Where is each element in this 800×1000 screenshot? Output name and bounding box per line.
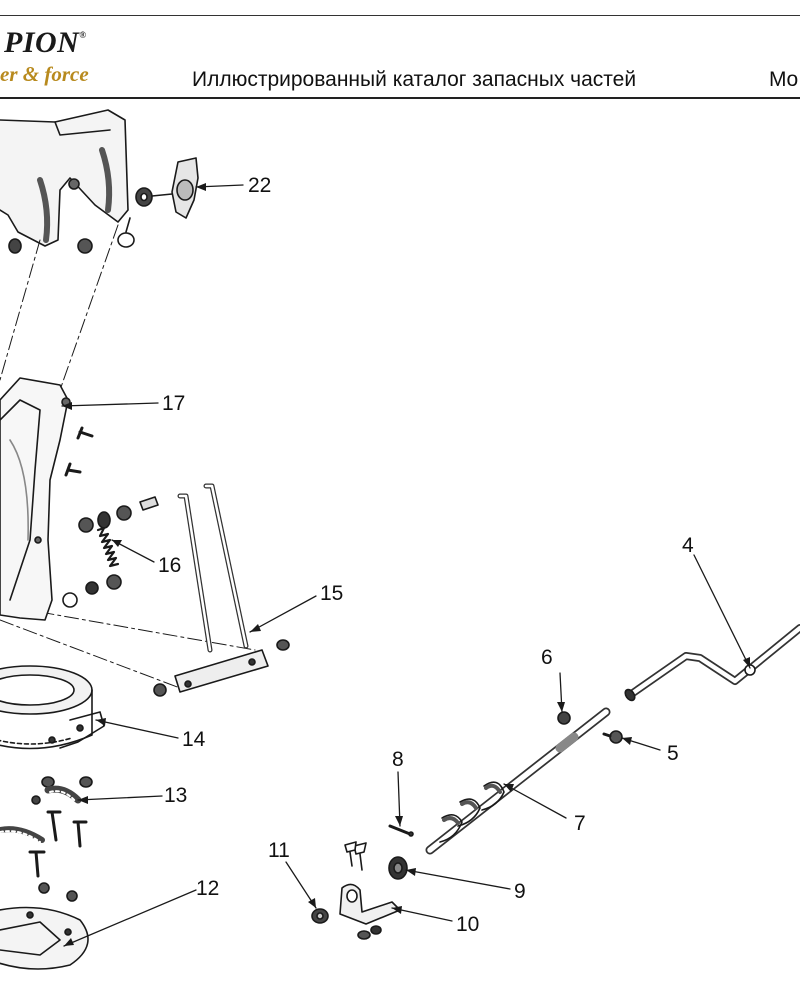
part-11-nut	[311, 908, 329, 924]
leader-lines	[61, 184, 751, 947]
header-top-rule	[0, 15, 800, 16]
callout-16: 16	[158, 554, 181, 577]
page-header: PION® er & force Иллюстрированный катало…	[0, 0, 800, 100]
part-4-crank-rod	[624, 624, 800, 702]
callout-5: 5	[667, 742, 679, 765]
callout-15: 15	[320, 582, 343, 605]
chute-bolts	[62, 426, 159, 608]
part-9-gear	[388, 856, 408, 880]
part-8-pin	[388, 824, 414, 837]
brand-slogan: er & force	[0, 62, 89, 86]
callout-22: 22	[248, 174, 271, 197]
part-22-wing-knob	[135, 157, 199, 219]
chute-deflector	[0, 109, 135, 254]
part-10-bracket	[339, 841, 401, 940]
leader-arrowheads	[62, 183, 750, 946]
header-bottom-rule	[0, 97, 800, 99]
part-12-base-plate	[0, 906, 89, 970]
callout-8: 8	[392, 748, 404, 771]
callout-10: 10	[456, 913, 479, 936]
callout-14: 14	[182, 728, 206, 751]
brand-logo: PION®	[4, 26, 87, 59]
part-7-auger-shaft	[425, 707, 611, 855]
part-16-spring	[96, 526, 120, 568]
part-13-gear-hardware	[0, 776, 93, 902]
part-14-chute-ring	[0, 665, 105, 750]
callout-9: 9	[514, 880, 526, 903]
callout-13: 13	[164, 784, 187, 807]
catalog-title: Иллюстрированный каталог запасных частей	[192, 68, 637, 91]
callout-12: 12	[196, 877, 219, 900]
callout-7: 7	[574, 812, 586, 835]
part-5-6-bolts	[557, 711, 623, 744]
callout-4: 4	[682, 534, 694, 557]
assembly-lines	[0, 224, 256, 689]
model-label: Mo	[769, 68, 799, 91]
parts-diagram: 22 17 16 15 14 13 12 4 6 5 7 8 9 10 11	[0, 109, 800, 970]
callout-17: 17	[162, 392, 185, 415]
callout-6: 6	[541, 646, 553, 669]
part-15-crank-rods	[153, 483, 290, 697]
part-17-chute	[0, 377, 71, 621]
callout-11: 11	[268, 839, 290, 862]
